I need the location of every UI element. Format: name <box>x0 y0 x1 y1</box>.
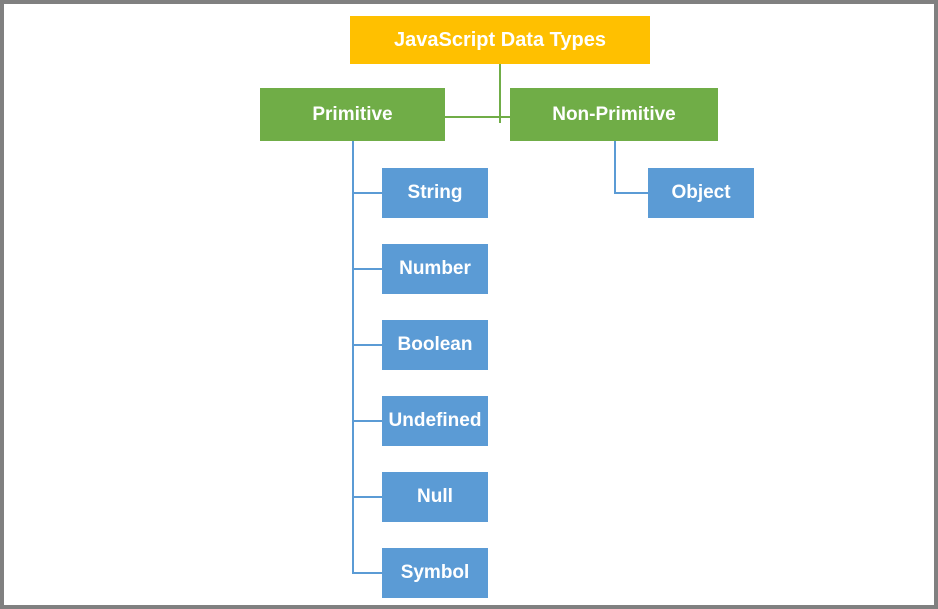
connector-stub-symbol <box>352 572 382 574</box>
node-null: Null <box>382 472 488 522</box>
node-symbol: Symbol <box>382 548 488 598</box>
connector-nonprimitive-horizontal <box>614 192 648 194</box>
node-number: Number <box>382 244 488 294</box>
connector-stub-null <box>352 496 382 498</box>
node-non-primitive: Non-Primitive <box>510 88 718 141</box>
connector-stub-boolean <box>352 344 382 346</box>
connector-root-horizontal <box>445 116 510 118</box>
connector-nonprimitive-vertical <box>614 141 616 194</box>
node-object: Object <box>648 168 754 218</box>
node-primitive: Primitive <box>260 88 445 141</box>
connector-stub-number <box>352 268 382 270</box>
node-string: String <box>382 168 488 218</box>
connector-primitive-trunk <box>352 141 354 574</box>
node-boolean: Boolean <box>382 320 488 370</box>
connector-stub-string <box>352 192 382 194</box>
connector-stub-undefined <box>352 420 382 422</box>
connector-root-vertical <box>499 64 501 123</box>
node-undefined: Undefined <box>382 396 488 446</box>
node-javascript-data-types: JavaScript Data Types <box>350 16 650 64</box>
